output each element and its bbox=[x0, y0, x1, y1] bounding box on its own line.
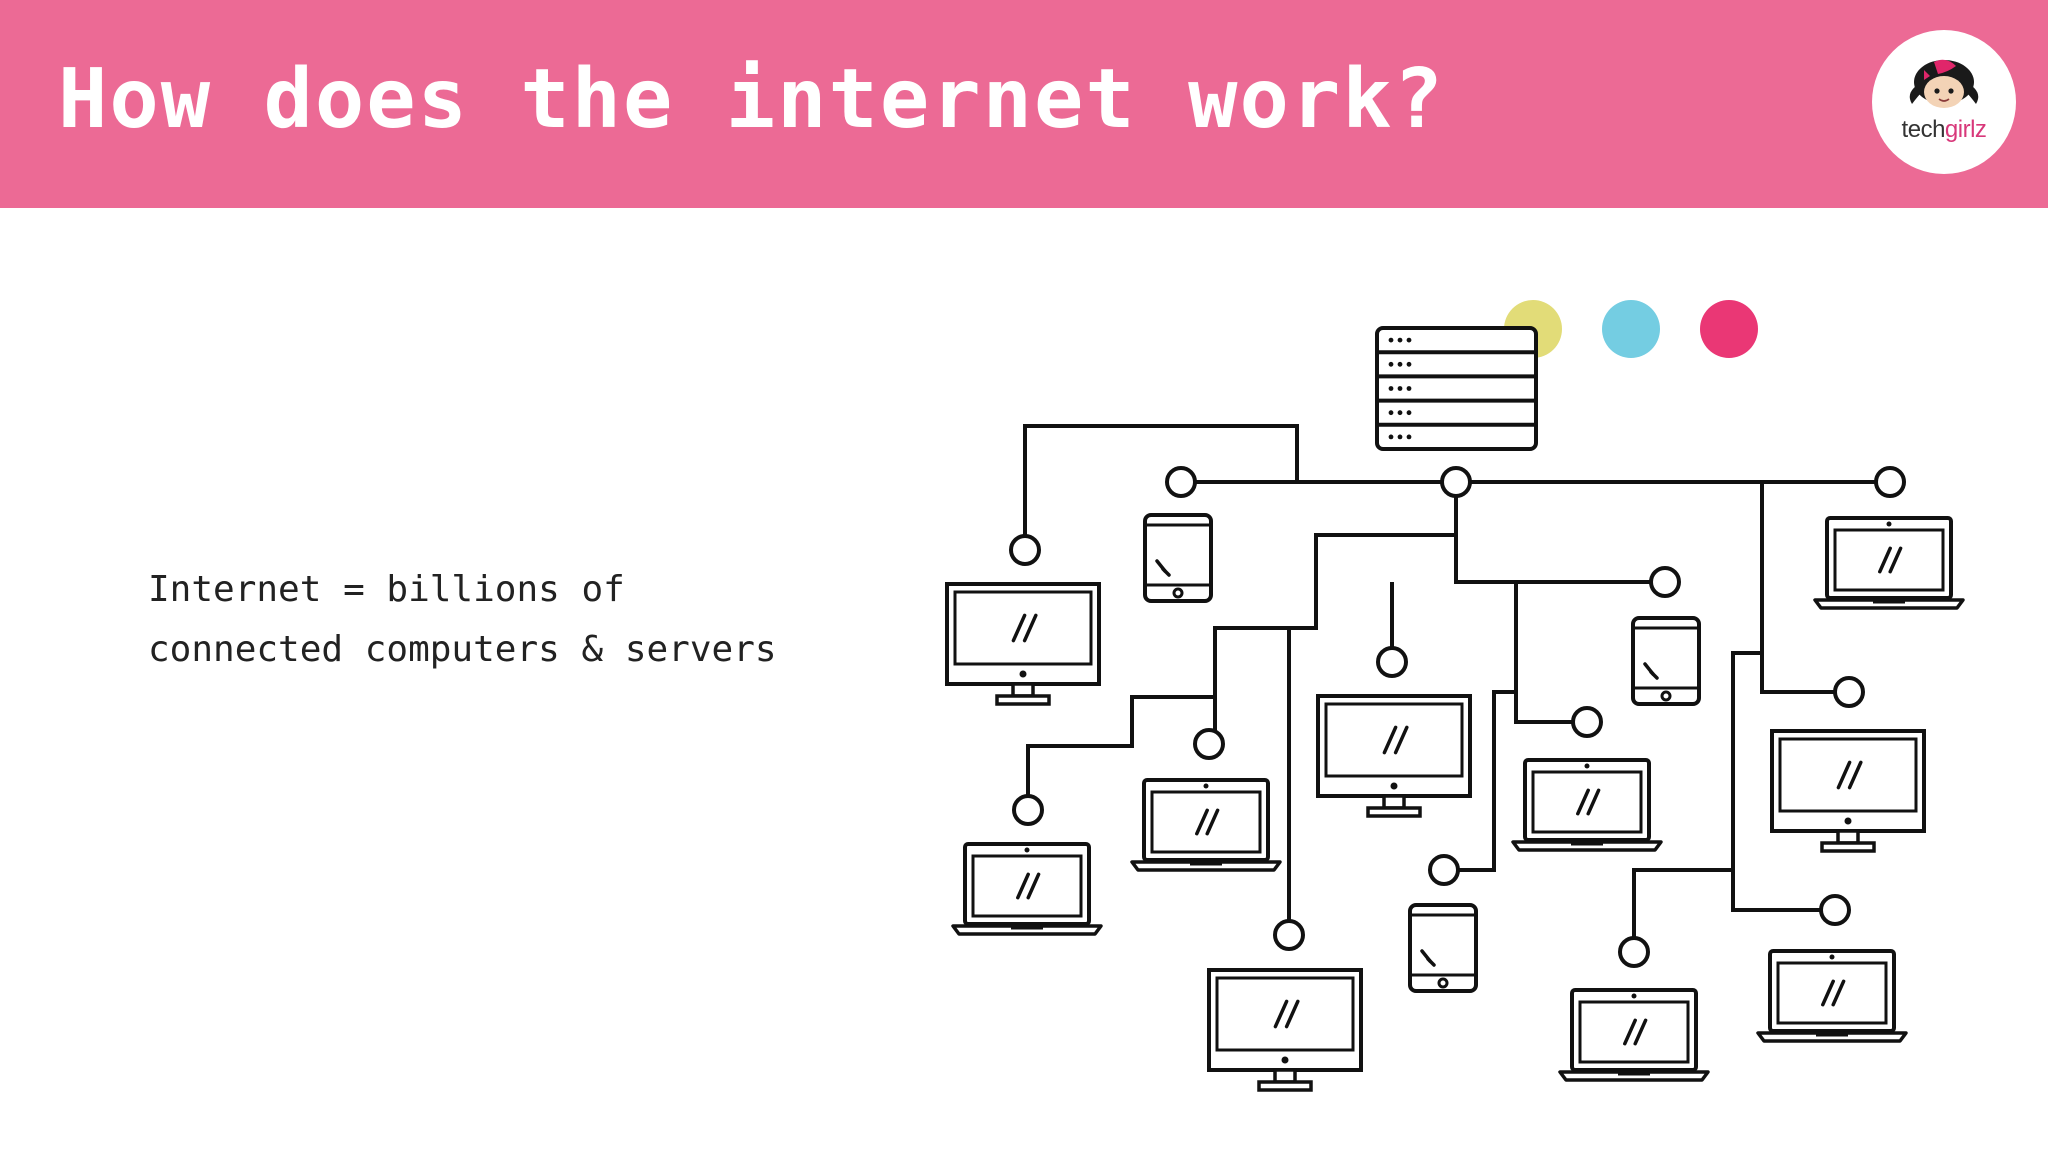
connection-node bbox=[1833, 676, 1865, 708]
tablet-icon bbox=[1408, 903, 1478, 993]
connection-line bbox=[1023, 424, 1299, 550]
connection-node bbox=[1376, 646, 1408, 678]
laptop-icon bbox=[1511, 758, 1663, 852]
tablet-icon bbox=[1143, 513, 1213, 603]
connection-nodes bbox=[1009, 466, 1906, 968]
connection-node bbox=[1440, 466, 1472, 498]
connection-line bbox=[1731, 651, 1835, 912]
laptop-icon bbox=[1813, 516, 1965, 610]
girl-mascot-icon bbox=[1909, 59, 1979, 108]
connection-line bbox=[1760, 482, 1849, 694]
connection-node bbox=[1009, 534, 1041, 566]
desktop-icon bbox=[1770, 729, 1926, 853]
logo-text-accent: girlz bbox=[1944, 116, 1987, 143]
page-title: How does the internet work? bbox=[58, 52, 1445, 147]
connection-line bbox=[1444, 690, 1516, 872]
connection-node bbox=[1165, 466, 1197, 498]
color-dots bbox=[1504, 300, 1758, 358]
connection-node bbox=[1618, 936, 1650, 968]
connection-line bbox=[1454, 482, 1665, 584]
connection-node bbox=[1649, 566, 1681, 598]
server-rack-icon bbox=[1375, 326, 1538, 451]
pink-dot bbox=[1700, 300, 1758, 358]
connection-node bbox=[1819, 894, 1851, 926]
tablet-icon bbox=[1631, 616, 1701, 706]
body-text: Internet = billions of connected compute… bbox=[148, 560, 848, 680]
body-line-2: connected computers & servers bbox=[148, 629, 777, 670]
connection-line bbox=[1514, 582, 1587, 724]
connection-node bbox=[1273, 919, 1305, 951]
connection-line bbox=[1632, 868, 1733, 952]
desktop-icon bbox=[1316, 694, 1472, 818]
desktop-icon bbox=[945, 582, 1101, 706]
blue-dot bbox=[1602, 300, 1660, 358]
connection-node bbox=[1874, 466, 1906, 498]
laptop-icon bbox=[1756, 949, 1908, 1043]
connection-node bbox=[1571, 706, 1603, 738]
desktop-icon bbox=[1207, 968, 1363, 1092]
body-line-1: Internet = billions of bbox=[148, 569, 625, 610]
devices bbox=[945, 513, 1965, 1092]
connection-node bbox=[1428, 854, 1460, 886]
connection-node bbox=[1012, 794, 1044, 826]
laptop-icon bbox=[1558, 988, 1710, 1082]
slide-header: How does the internet work? techgirlz bbox=[0, 0, 2048, 208]
logo-text-main: tech bbox=[1901, 116, 1946, 143]
connection-line bbox=[1026, 695, 1215, 810]
connection-lines bbox=[1023, 424, 1890, 952]
connection-line bbox=[1213, 533, 1456, 744]
connection-node bbox=[1193, 728, 1225, 760]
laptop-icon bbox=[951, 842, 1103, 936]
laptop-icon bbox=[1130, 778, 1282, 872]
techgirlz-logo: techgirlz bbox=[1872, 30, 2016, 174]
